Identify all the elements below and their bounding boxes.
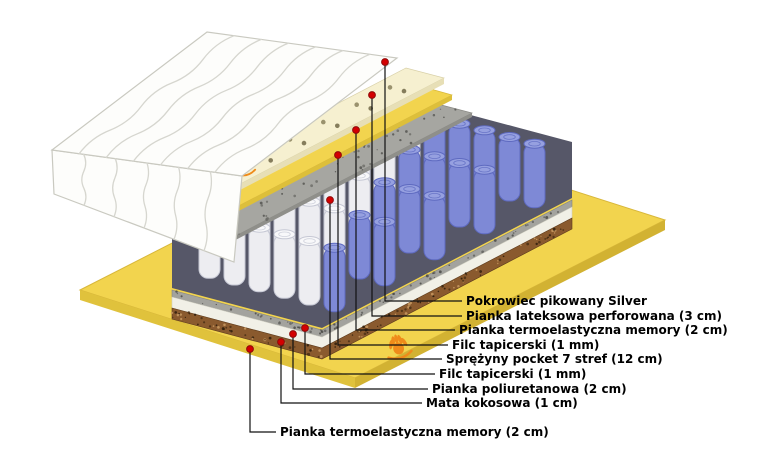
callout-line (337, 155, 448, 346)
callout-dot (289, 330, 297, 338)
quilted-cover (50, 31, 399, 263)
callout-line (304, 328, 435, 375)
callout-line (355, 130, 455, 331)
callout-line (292, 334, 428, 390)
callout-dot (381, 58, 389, 66)
callout-dot (301, 324, 309, 332)
callout-line (329, 200, 442, 360)
coir-mat-layer (170, 217, 573, 360)
callout-line (384, 62, 462, 302)
callout-dot (352, 126, 360, 134)
callout-dot (334, 151, 342, 159)
callout-dot (246, 345, 254, 353)
callout-line (280, 342, 422, 404)
callout-dot (326, 196, 334, 204)
callout-dot (368, 91, 376, 99)
callout-line (371, 95, 462, 317)
callout-dot (277, 338, 285, 346)
callout-lines (246, 58, 462, 433)
callout-line (249, 349, 276, 433)
